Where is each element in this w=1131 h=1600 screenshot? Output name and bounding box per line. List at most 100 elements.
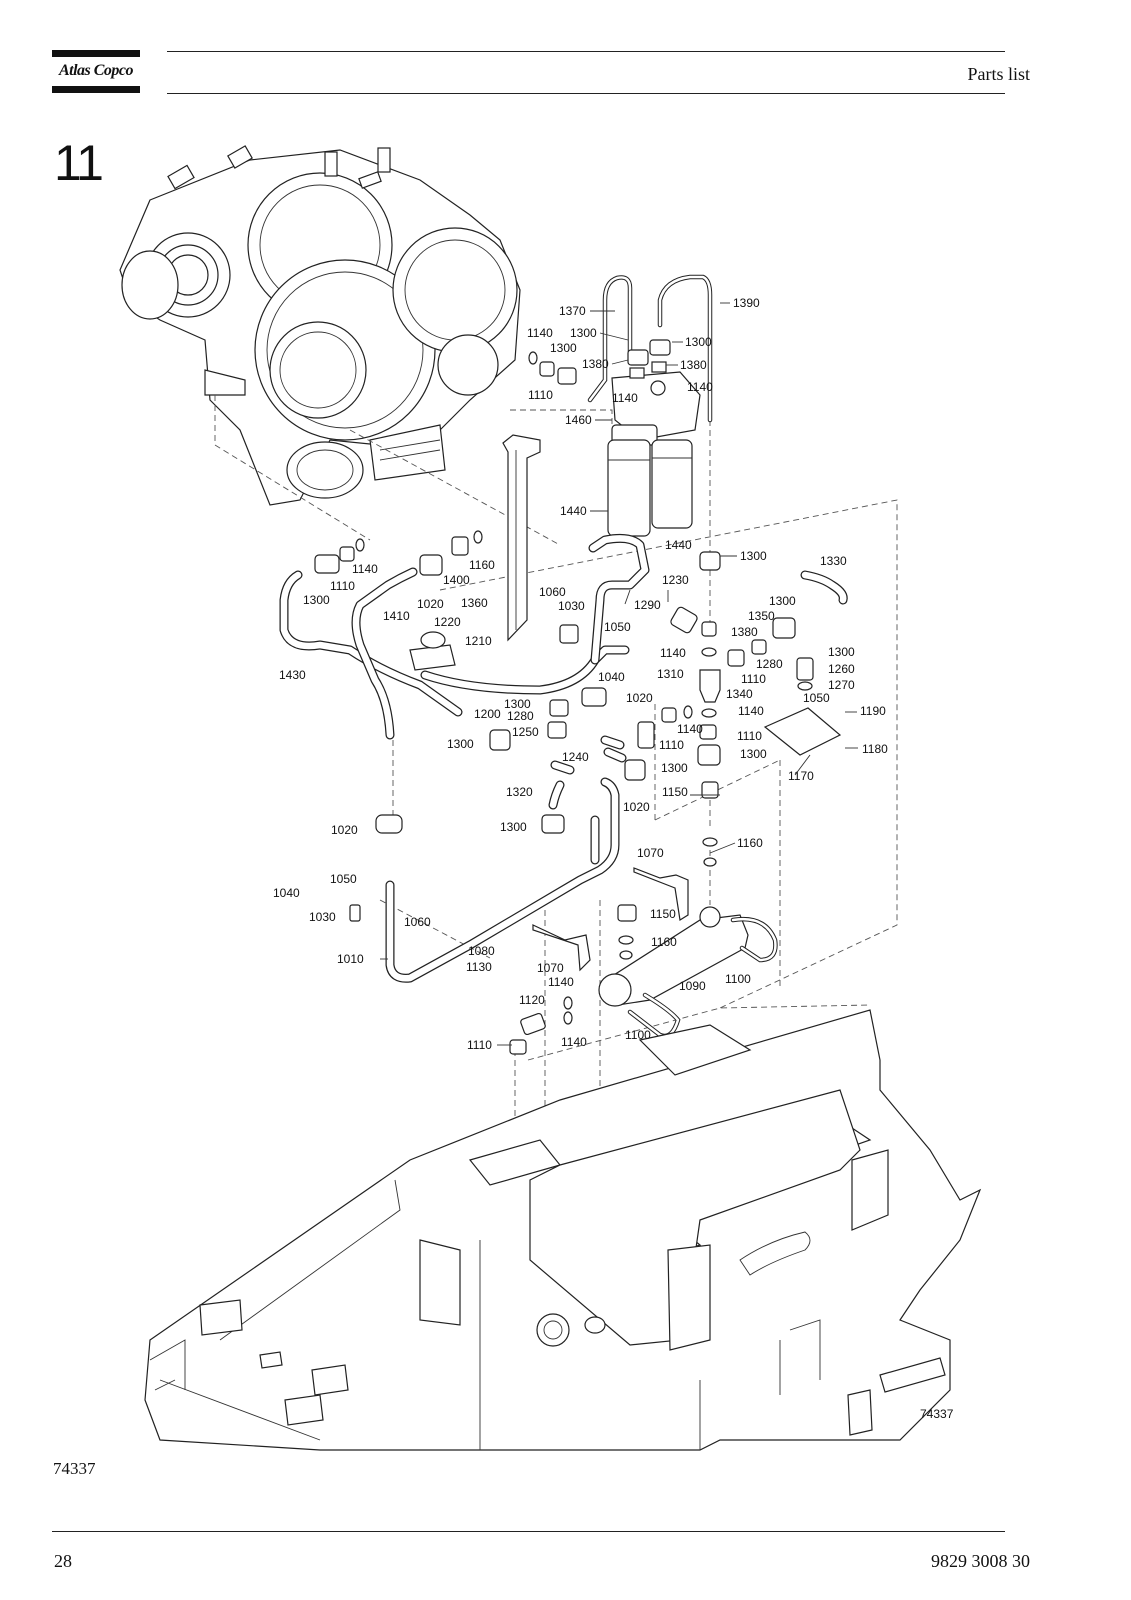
callout-label: 1300: [769, 594, 796, 608]
callout-label: 1010: [337, 952, 364, 966]
callout-label: 1140: [352, 562, 378, 576]
header-bottom-rule: [167, 93, 1005, 94]
callout-label: 1220: [434, 615, 461, 629]
oil-cooler-1090: [598, 906, 778, 1039]
callout-label: 1070: [637, 846, 664, 860]
callout-label: 1110: [467, 1038, 492, 1052]
callout-label: 1140: [677, 722, 703, 736]
callout-label: 1040: [273, 886, 300, 900]
callout-label: 1080: [468, 944, 495, 958]
callout-label: 1270: [828, 678, 855, 692]
callout-label: 1140: [738, 704, 764, 718]
callout-label: 1150: [650, 907, 676, 921]
callout-label: 1130: [466, 960, 492, 974]
callout-label: 1300: [550, 341, 577, 355]
callout-label: 1140: [561, 1035, 587, 1049]
header-title: Parts list: [967, 64, 1030, 84]
callout-label: 1310: [657, 667, 684, 681]
callout-label: 1140: [660, 646, 686, 660]
callout-label: 1350: [748, 609, 775, 623]
fittings: [314, 351, 814, 1055]
callout-label: 1300: [685, 335, 712, 349]
bracket-1360: [502, 434, 541, 642]
callout-label: 1320: [506, 785, 533, 799]
callout-label: 1300: [740, 747, 767, 761]
callout-label: 1400: [443, 573, 470, 587]
callout-label: 1120: [519, 993, 545, 1007]
callout-label: 1250: [512, 725, 539, 739]
figure-id-inset: 74337: [920, 1407, 954, 1421]
callout-label: 1440: [560, 504, 587, 518]
page-number: 28: [54, 1551, 72, 1571]
callout-label: 1100: [625, 1028, 651, 1042]
callout-label: 1370: [559, 304, 586, 318]
chassis-frame: [144, 1009, 982, 1451]
figure-id: 74337: [53, 1459, 96, 1478]
callout-label: 1060: [539, 585, 566, 599]
callout-label: 1160: [651, 935, 677, 949]
callout-label: 1460: [565, 413, 592, 427]
callout-label: 1070: [537, 961, 564, 975]
callout-label: 1140: [687, 380, 713, 394]
callout-label: 1340: [726, 687, 753, 701]
bracket-1070: [532, 867, 689, 972]
callout-label: 1410: [383, 609, 410, 623]
logo-wordmark: Atlas Copco: [58, 62, 134, 79]
callout-label: 1110: [659, 738, 684, 752]
oil-filter-assembly: [587, 274, 713, 537]
callout-label: 1110: [330, 579, 355, 593]
compressor-assembly: [119, 145, 521, 506]
callout-label: 1040: [598, 670, 625, 684]
callout-label: 1020: [331, 823, 358, 837]
callout-label: 1290: [634, 598, 661, 612]
callout-label: 1180: [862, 742, 888, 756]
callout-label: 1190: [860, 704, 886, 718]
callout-label: 1300: [570, 326, 597, 340]
callout-label: 1050: [803, 691, 830, 705]
callout-label: 1300: [828, 645, 855, 659]
callout-label: 1430: [279, 668, 306, 682]
callout-label: 1300: [740, 549, 767, 563]
callout-label: 1030: [558, 599, 585, 613]
callout-label: 1260: [828, 662, 855, 676]
callout-label: 1160: [737, 836, 763, 850]
pipework: [279, 533, 848, 983]
callout-label: 1380: [731, 625, 758, 639]
callout-label: 1030: [309, 910, 336, 924]
callout-label: 1020: [417, 597, 444, 611]
callout-label: 1060: [404, 915, 431, 929]
atlas-copco-logo: Atlas Copco: [52, 50, 140, 94]
logo-bottom-bar: [52, 86, 140, 93]
callout-labels: 1370 1390 1140 1300 1300 1300 1380 1380 …: [273, 296, 954, 1421]
callout-label: 1140: [527, 326, 553, 340]
callout-label: 1200: [474, 707, 501, 721]
callout-label: 1330: [820, 554, 847, 568]
callout-label: 1050: [604, 620, 631, 634]
callout-label: 1300: [500, 820, 527, 834]
callout-label: 1110: [528, 388, 553, 402]
callout-label: 1210: [465, 634, 492, 648]
callout-label: 1280: [756, 657, 783, 671]
callout-label: 1090: [679, 979, 706, 993]
callout-label: 1380: [582, 357, 609, 371]
callout-label: 1240: [562, 750, 589, 764]
callout-label: 1380: [680, 358, 707, 372]
callout-label: 1300: [447, 737, 474, 751]
callout-label: 1300: [504, 697, 531, 711]
callout-label: 1150: [662, 785, 688, 799]
logo-top-bar: [52, 50, 140, 57]
mounting-plate-1170: [763, 707, 842, 756]
callout-label: 1440: [665, 538, 692, 552]
callout-label: 1300: [303, 593, 330, 607]
callout-label: 1020: [623, 800, 650, 814]
callout-label: 1140: [548, 975, 574, 989]
callout-leaders: [380, 302, 858, 1046]
callout-label: 1280: [507, 709, 534, 723]
callout-label: 1170: [788, 769, 814, 783]
callout-label: 1300: [661, 761, 688, 775]
callout-label: 1050: [330, 872, 357, 886]
callout-label: 1140: [612, 391, 638, 405]
callout-label: 1360: [461, 596, 488, 610]
section-number: 11: [54, 135, 104, 191]
